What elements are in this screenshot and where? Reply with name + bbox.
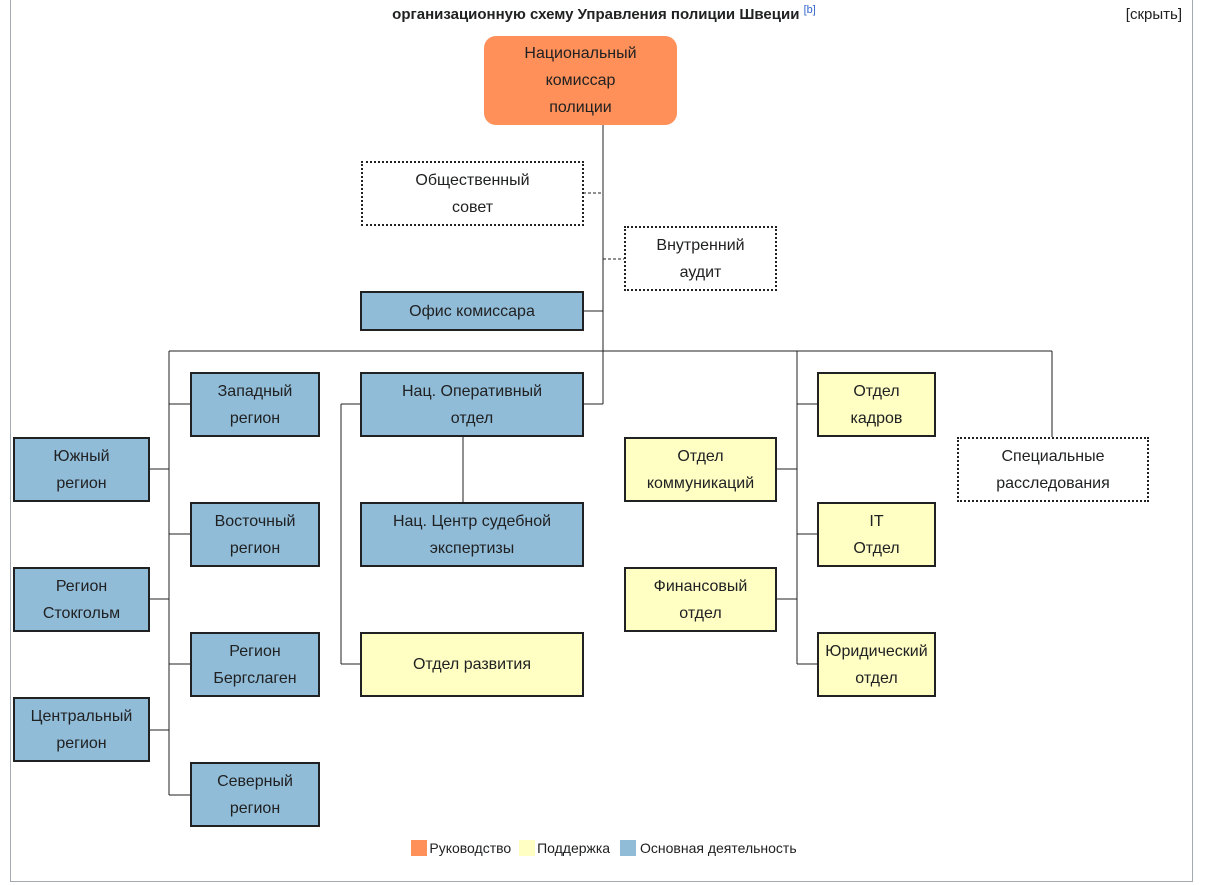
legend-swatch-lead bbox=[411, 840, 428, 856]
node-northern-region: Северный регион bbox=[190, 762, 320, 827]
chart-title-text: организационную схему Управления полиции… bbox=[392, 6, 800, 23]
node-eastern-region: Восточный регион bbox=[190, 502, 320, 567]
legend-item-lead: Руководство bbox=[411, 840, 511, 856]
legend-label-support: Поддержка bbox=[537, 840, 611, 856]
node-western-region: Западный регион bbox=[190, 372, 320, 437]
chart-frame bbox=[10, 0, 1193, 882]
node-legal-dept: Юридический отдел bbox=[817, 632, 936, 697]
node-special-investigations: Специальные расследования bbox=[957, 437, 1149, 502]
node-southern-region: Южный регион bbox=[13, 437, 150, 502]
node-it-dept: IT Отдел bbox=[817, 502, 936, 567]
node-national-commissioner: Национальный комиссар полиции bbox=[484, 36, 677, 125]
node-public-council: Общественный совет bbox=[361, 161, 584, 226]
node-internal-audit: Внутренний аудит bbox=[624, 226, 777, 291]
legend-item-support: Поддержка bbox=[519, 840, 610, 856]
node-commissioner-office: Офис комиссара bbox=[360, 291, 584, 331]
node-communications-dept: Отдел коммуникаций bbox=[624, 437, 777, 502]
legend-item-core: Основная деятельность bbox=[620, 840, 797, 856]
node-finance-dept: Финансовый отдел bbox=[624, 567, 777, 632]
node-bergslagen-region: Регион Бергслаген bbox=[190, 632, 320, 697]
legend-swatch-support bbox=[519, 840, 536, 856]
node-central-region: Центральный регион bbox=[13, 697, 150, 762]
legend-label-lead: Руководство bbox=[429, 840, 512, 856]
node-national-operations-dept: Нац. Оперативный отдел bbox=[360, 372, 584, 437]
legend-label-core: Основная деятельность bbox=[640, 840, 797, 856]
node-development-dept: Отдел развития bbox=[360, 632, 584, 697]
reference-link[interactable]: [b] bbox=[803, 4, 816, 16]
chart-title: организационную схему Управления полиции… bbox=[0, 4, 1208, 23]
node-national-forensic-centre: Нац. Центр судебной экспертизы bbox=[360, 502, 584, 567]
legend-swatch-core bbox=[620, 840, 636, 856]
node-hr-dept: Отдел кадров bbox=[817, 372, 936, 437]
legend: Руководство Поддержка Основная деятельно… bbox=[0, 840, 1208, 859]
node-stockholm-region: Регион Стокгольм bbox=[13, 567, 150, 632]
hide-toggle-link[interactable]: [скрыть] bbox=[1125, 6, 1182, 23]
